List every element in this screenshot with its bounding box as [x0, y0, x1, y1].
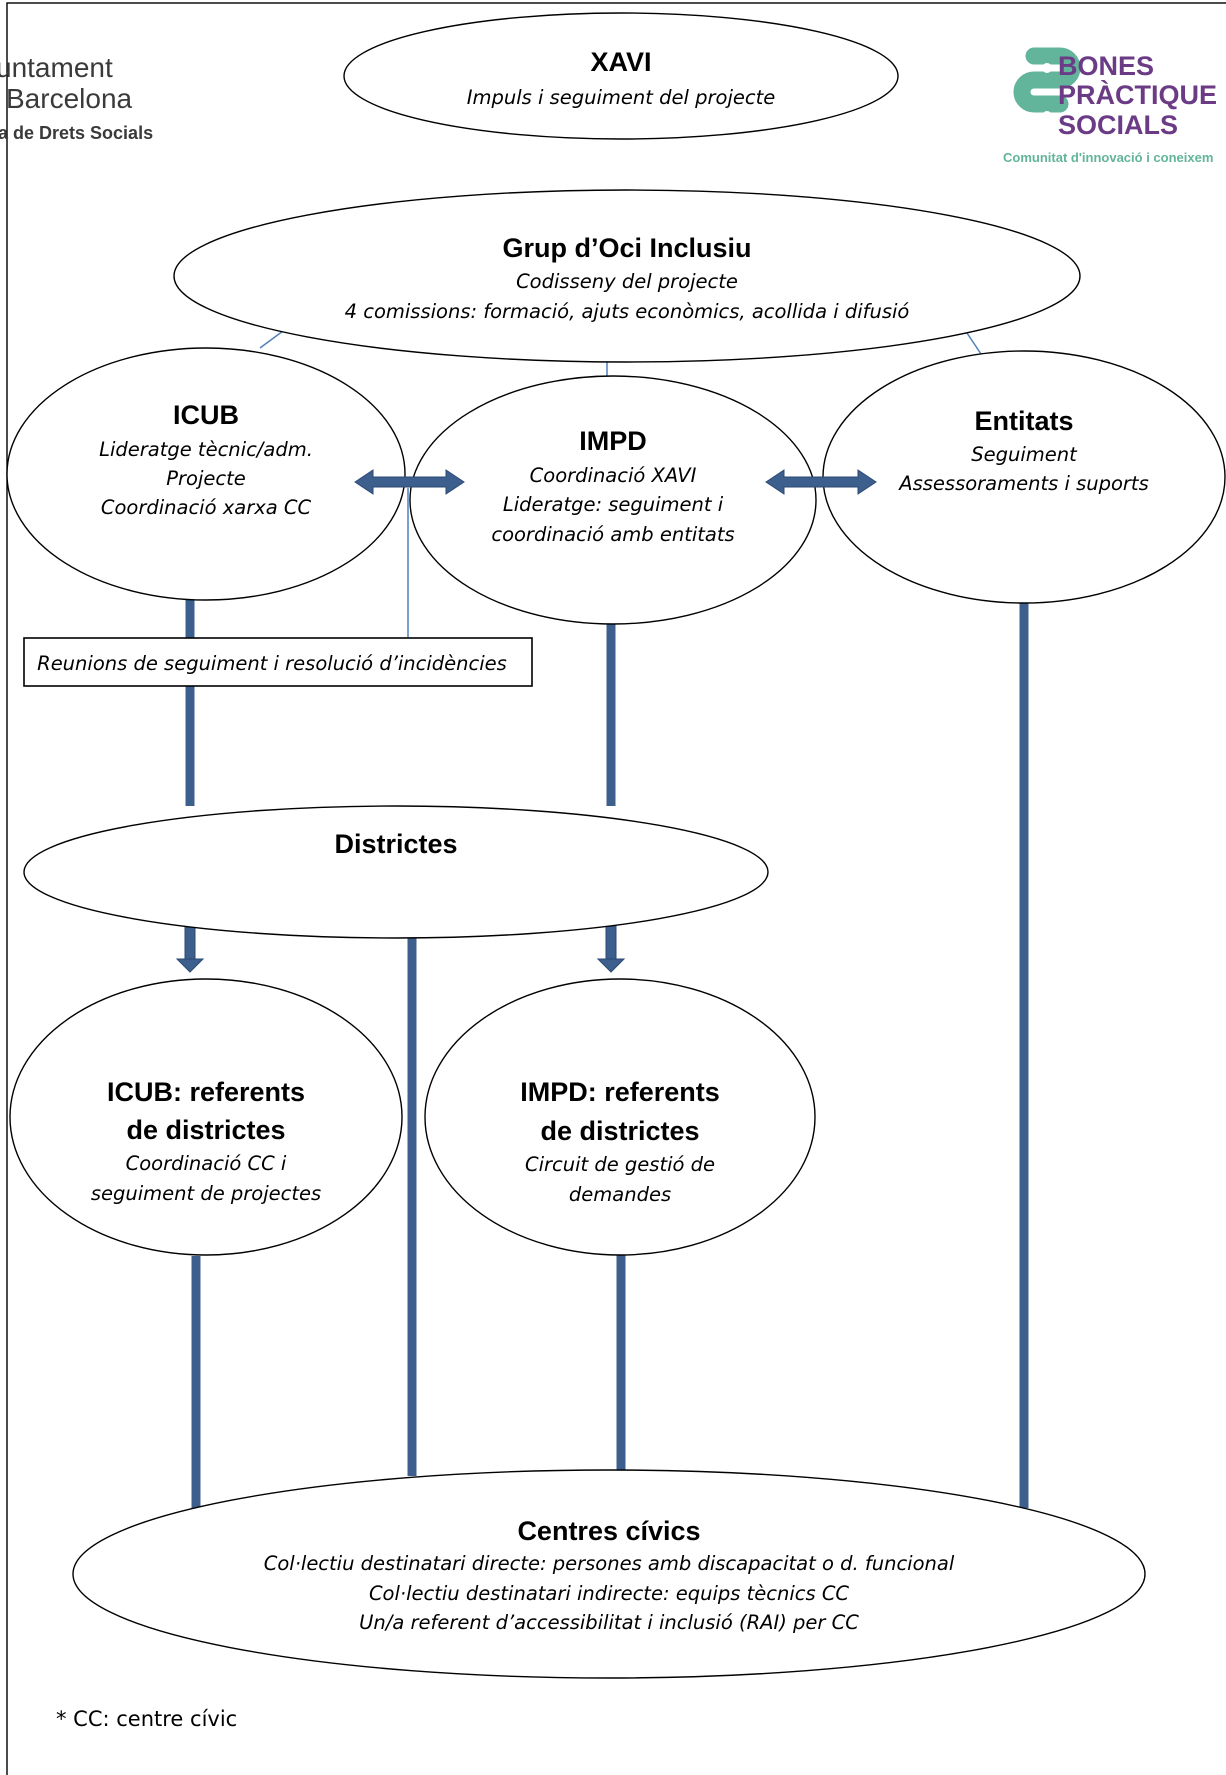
node-icub-title: ICUB: [173, 400, 239, 430]
node-xavi-line: Impuls i seguiment del projecte: [467, 86, 775, 109]
node-xavi: XAVI Impuls i seguiment del projecte: [343, 12, 899, 140]
node-districtes-title: Districtes: [334, 829, 457, 859]
node-centres-line: Un/a referent d’accessibilitat i inclusi…: [359, 1611, 859, 1634]
node-grup-oci-inclusiu: Grup d’Oci Inclusiu Codisseny del projec…: [173, 189, 1081, 363]
node-impdref-title: de districtes: [540, 1116, 699, 1146]
arrow-down-impd-icon: [596, 925, 626, 973]
node-impd-title: IMPD: [579, 426, 647, 456]
connector-grup-entitats: [966, 332, 984, 358]
node-entitats-line: Seguiment: [971, 443, 1078, 466]
node-icub-line: Lideratge tècnic/adm.: [99, 438, 313, 461]
bones-practiques-logo: BONES PRÀCTIQUE SOCIALS Comunitat d'inno…: [1003, 47, 1217, 165]
node-centres-title: Centres cívics: [517, 1516, 700, 1546]
node-icub-referents: ICUB: referents de districtes Coordinaci…: [9, 978, 403, 1256]
node-impdref-line: demandes: [569, 1183, 671, 1206]
node-districtes: Districtes: [23, 805, 769, 939]
double-arrow-impd-entitats-icon: [765, 469, 877, 495]
node-centres-line: Col·lectiu destinatari indirecte: equips…: [369, 1582, 849, 1605]
bones-practiques-mark-icon: [1013, 47, 1081, 121]
arrow-down-icub-icon: [175, 925, 205, 973]
double-arrow-icub-impd-icon: [354, 469, 465, 495]
node-grup-line: Codisseny del projecte: [516, 270, 738, 293]
reunions-text: Reunions de seguiment i resolució d’inci…: [37, 652, 507, 675]
node-impd-line: Coordinació XAVI: [530, 464, 697, 487]
node-icub-line: Coordinació xarxa CC: [101, 496, 312, 519]
node-entitats-title: Entitats: [974, 406, 1073, 436]
node-impd-referents: IMPD: referents de districtes Circuit de…: [424, 978, 816, 1256]
node-grup-line: 4 comissions: formació, ajuts econòmics,…: [345, 300, 910, 323]
node-icub: ICUB Lideratge tècnic/adm. Projecte Coor…: [6, 347, 406, 601]
node-icubref-title: de districtes: [126, 1115, 285, 1145]
node-centres-civics: Centres cívics Col·lectiu destinatari di…: [72, 1469, 1146, 1679]
node-impd-line: Lideratge: seguiment i: [503, 493, 724, 516]
logo-right-line1: BONES: [1058, 51, 1154, 81]
logo-left-line3: a de Drets Socials: [0, 123, 153, 143]
logo-right-line2: PRÀCTIQUE: [1058, 79, 1217, 110]
node-centres-line: Col·lectiu destinatari directe: persones…: [264, 1552, 955, 1575]
node-entitats-line: Assessoraments i suports: [897, 472, 1149, 495]
node-entitats: Entitats Seguiment Assessoraments i supo…: [822, 350, 1226, 604]
node-impd-line: coordinació amb entitats: [491, 523, 734, 546]
node-impdref-line: Circuit de gestió de: [525, 1153, 715, 1176]
logo-left-line1: untament: [0, 52, 113, 83]
node-grup-title: Grup d’Oci Inclusiu: [502, 233, 751, 263]
footnote: * CC: centre cívic: [56, 1707, 237, 1731]
node-icubref-title: ICUB: referents: [107, 1077, 305, 1107]
reunions-box: Reunions de seguiment i resolució d’inci…: [23, 637, 533, 687]
node-xavi-title: XAVI: [590, 47, 651, 77]
ajuntament-logo: untament Barcelona a de Drets Socials: [0, 52, 153, 143]
logo-right-tagline: Comunitat d'innovació i coneixem: [1003, 150, 1213, 165]
logo-right-line3: SOCIALS: [1058, 110, 1178, 140]
node-icubref-line: seguiment de projectes: [91, 1182, 321, 1205]
node-icubref-line: Coordinació CC i: [126, 1152, 287, 1175]
node-icub-line: Projecte: [166, 467, 246, 490]
page-frame: [6, 2, 1226, 1775]
node-impd: IMPD Coordinació XAVI Lideratge: seguime…: [409, 375, 817, 625]
connector-grup-icub: [259, 330, 284, 349]
node-impdref-title: IMPD: referents: [520, 1077, 720, 1107]
logo-left-line2: Barcelona: [6, 83, 133, 114]
